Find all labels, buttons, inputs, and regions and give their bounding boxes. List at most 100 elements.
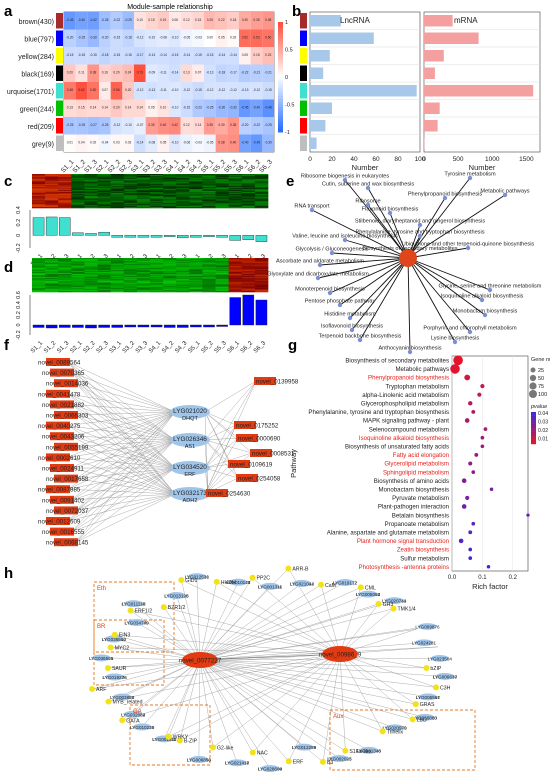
expression-cell xyxy=(84,200,98,202)
module-strip xyxy=(300,135,307,151)
pathway-node xyxy=(467,329,473,335)
enrichment-bubble xyxy=(458,538,464,544)
colorbar-step xyxy=(278,82,283,86)
expression-cell xyxy=(45,275,59,278)
heatmap-cell xyxy=(204,99,216,117)
expression-cell xyxy=(254,262,269,264)
heatmap-cell-value: 0.14 xyxy=(125,105,131,109)
expression-cell xyxy=(84,178,98,180)
heatmap-cell xyxy=(262,117,274,135)
heatmap-cell xyxy=(250,134,263,152)
lncrna-node-label: novel_0040275 xyxy=(38,423,81,430)
pathway-node xyxy=(465,245,471,251)
expression-cell xyxy=(84,201,98,203)
gene-hub-id: LYG032173 xyxy=(173,490,207,497)
gene-hub-name: DHQT xyxy=(182,416,198,422)
expression-cell xyxy=(84,191,98,194)
panel-e-network: Ribosome biogenesis in eukaryotesCutin, … xyxy=(267,172,542,355)
heatmap-cell xyxy=(169,12,181,30)
expression-cell xyxy=(136,184,151,186)
expression-cell xyxy=(123,287,138,289)
lncrna-tick: 80 xyxy=(394,156,402,163)
expression-cell xyxy=(163,276,177,279)
expression-cell xyxy=(110,176,125,179)
expression-cell xyxy=(215,184,229,186)
expression-cell xyxy=(45,286,59,288)
coexp-edge xyxy=(67,439,176,522)
lncrna-node-label: novel_0000690 xyxy=(238,436,281,443)
hormone-group-label: GA xyxy=(133,709,142,715)
heatmap-cell xyxy=(64,134,76,152)
heatmap-cell xyxy=(262,82,274,100)
expression-cell xyxy=(228,275,243,277)
expression-cell xyxy=(241,264,256,266)
regulation-edge xyxy=(164,659,201,739)
expression-cell xyxy=(58,286,72,288)
heatmap-cell-value: -0.21 xyxy=(253,70,260,74)
expression-cell xyxy=(123,285,138,287)
heatmap-cell xyxy=(64,99,76,117)
expression-cell xyxy=(241,278,256,281)
regulation-edge xyxy=(163,606,341,655)
expression-cell xyxy=(228,283,243,285)
coexp-edge xyxy=(204,411,209,494)
enrichment-bubble xyxy=(477,392,482,397)
heatmap-cell-value: -0.08 xyxy=(160,35,167,39)
expression-cell xyxy=(176,258,190,261)
expression-cell xyxy=(202,264,216,266)
bubble-xtick: 0.0 xyxy=(448,575,457,581)
expression-cell xyxy=(150,271,164,273)
tf-label: SAUR xyxy=(112,666,127,672)
expression-cell xyxy=(202,268,216,270)
expression-cell xyxy=(136,186,151,188)
expression-cell xyxy=(136,176,151,179)
expression-cell xyxy=(189,265,203,267)
tf-label: GRAS xyxy=(420,702,435,708)
heatmap-cell-value: 0.30 xyxy=(242,18,248,22)
heatmap-cell-value: 0.19 xyxy=(160,18,166,22)
expression-cell xyxy=(254,259,269,262)
expression-cell xyxy=(45,186,59,188)
expression-cell xyxy=(228,185,243,187)
target-gene-node xyxy=(261,582,279,590)
bar-axis-tick: 0.2 xyxy=(16,219,22,227)
heatmap-cell-value: -0.15 xyxy=(195,53,202,57)
expression-cell xyxy=(150,196,164,198)
regulation-edge xyxy=(92,659,201,690)
expression-cell xyxy=(254,194,269,197)
regulation-edge xyxy=(122,659,201,721)
expression-cell xyxy=(123,195,138,197)
expression-cell xyxy=(97,278,111,281)
expression-cell xyxy=(32,201,46,203)
eigengene-bar xyxy=(203,324,215,328)
module-strip xyxy=(300,118,307,134)
expression-cell xyxy=(136,197,151,199)
legend-color-value: 0.02 xyxy=(538,428,548,434)
expression-cell xyxy=(58,280,72,282)
expression-cell xyxy=(176,198,190,200)
eigengene-bar xyxy=(45,216,58,236)
expression-cell xyxy=(150,265,164,267)
enrichment-bubble xyxy=(468,547,473,552)
tf-label: GH3 xyxy=(383,602,394,608)
expression-cell xyxy=(150,278,164,281)
expression-cell xyxy=(215,259,229,262)
enrichment-bubble xyxy=(468,401,473,406)
heatmap-cell xyxy=(122,134,134,152)
regulation-edge xyxy=(179,659,201,741)
regulation-edge xyxy=(199,659,340,759)
pathway-node-label: Ribosome xyxy=(355,199,380,205)
expression-cell xyxy=(71,278,85,281)
lncrna-node xyxy=(250,449,272,457)
expression-cell xyxy=(123,174,138,176)
expression-cell xyxy=(45,204,59,206)
expression-cell xyxy=(189,179,203,181)
expression-cell xyxy=(58,194,72,197)
expression-cell xyxy=(32,277,46,280)
pathway-node xyxy=(349,327,355,333)
expression-cell xyxy=(176,191,190,194)
expression-cell xyxy=(189,180,203,182)
pathway-node xyxy=(347,315,353,321)
legend-color-step xyxy=(531,436,536,438)
expression-cell xyxy=(58,258,72,261)
